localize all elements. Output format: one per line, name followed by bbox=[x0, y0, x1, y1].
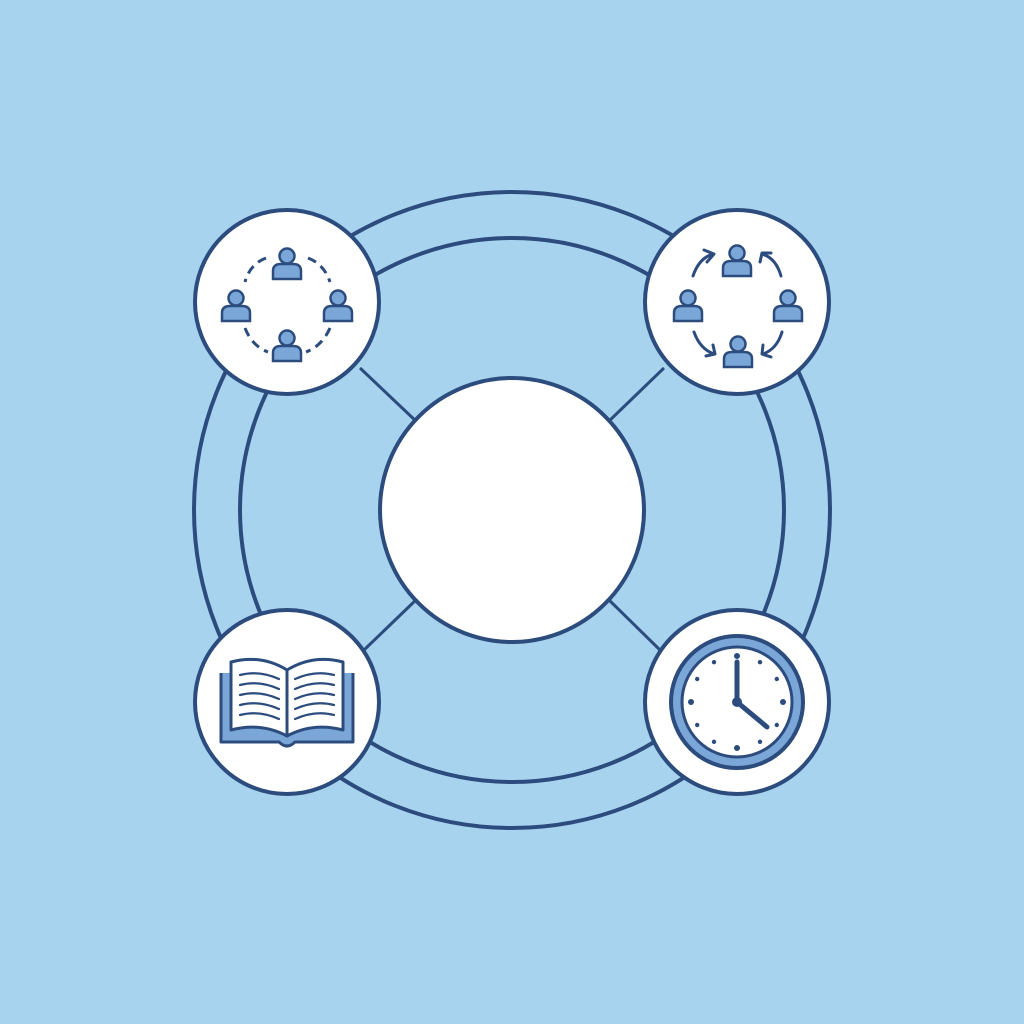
clock-tick bbox=[734, 653, 740, 659]
spoke-top-left bbox=[358, 366, 420, 425]
clock-tick bbox=[734, 745, 740, 751]
cycle-arrows bbox=[691, 248, 784, 359]
clock-ticks bbox=[688, 653, 786, 751]
ring-inner bbox=[238, 236, 786, 784]
spokes bbox=[358, 366, 666, 652]
node-time bbox=[643, 608, 831, 796]
clock-tick bbox=[780, 699, 786, 705]
clock-tick bbox=[711, 739, 717, 744]
center-hub bbox=[378, 376, 646, 644]
node-cycle-circle bbox=[643, 208, 831, 396]
ring-outer bbox=[192, 190, 832, 830]
clock-icon bbox=[669, 634, 805, 770]
clock-tick bbox=[688, 699, 694, 705]
book-text-lines bbox=[238, 672, 336, 721]
node-collaboration-circle bbox=[193, 208, 381, 396]
open-book-icon bbox=[219, 657, 355, 748]
node-cycle bbox=[643, 208, 831, 396]
clock-tick bbox=[757, 739, 763, 744]
spoke-bottom-right bbox=[605, 596, 662, 652]
people-cycle-arrows-icon bbox=[672, 244, 804, 369]
clock-minute-hand bbox=[734, 699, 770, 730]
group-people-icon bbox=[220, 247, 354, 363]
spoke-top-right bbox=[605, 366, 666, 425]
connector-arcs bbox=[243, 256, 332, 354]
clock-tick bbox=[695, 722, 700, 728]
clock-tick bbox=[695, 676, 700, 682]
node-reading bbox=[193, 608, 381, 796]
clock-tick bbox=[774, 722, 779, 728]
clock-center-pin bbox=[732, 697, 742, 707]
clock-tick bbox=[757, 660, 763, 665]
clock-tick bbox=[774, 676, 779, 682]
spoke-bottom-left bbox=[362, 596, 420, 652]
node-collaboration bbox=[193, 208, 381, 396]
ring bbox=[192, 190, 832, 830]
clock-tick bbox=[711, 660, 717, 665]
